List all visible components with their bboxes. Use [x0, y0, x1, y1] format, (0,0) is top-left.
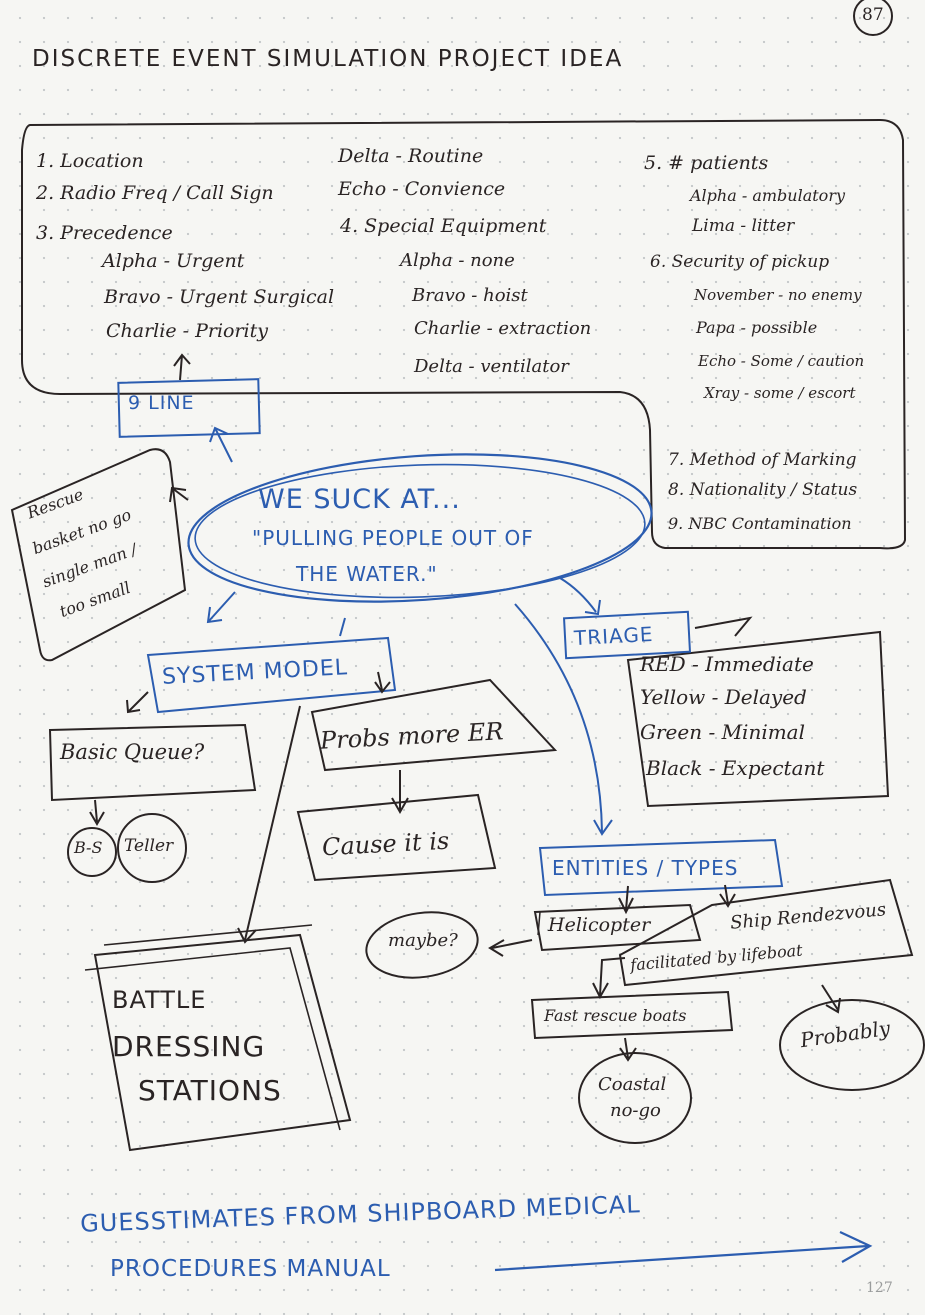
equipment-alpha: Alpha - none	[400, 250, 515, 271]
entity-maybe: maybe?	[388, 930, 458, 951]
triage-label: TRIAGE	[573, 621, 655, 651]
nine-line-security: 6. Security of pickup	[650, 252, 830, 272]
battle-dressing-line-1: BATTLE	[112, 986, 207, 1014]
equipment-delta: Delta - ventilator	[414, 356, 569, 377]
page-number: 87	[862, 5, 884, 25]
precedence-echo: Echo - Convience	[338, 178, 506, 200]
precedence-delta: Delta - Routine	[338, 145, 484, 167]
entity-helicopter: Helicopter	[548, 914, 651, 936]
security-xray: Xray - some / escort	[704, 384, 856, 402]
battle-dressing-line-2: DRESSING	[112, 1030, 266, 1063]
security-november: November - no enemy	[694, 286, 862, 304]
security-echo: Echo - Some / caution	[698, 352, 865, 370]
triage-black: Black - Expectant	[646, 756, 825, 780]
patients-lima: Lima - litter	[692, 216, 795, 236]
triage-yellow: Yellow - Delayed	[640, 685, 807, 709]
security-papa: Papa - possible	[696, 318, 818, 337]
entities-label: ENTITIES / TYPES	[552, 856, 739, 880]
basic-queue-label: Basic Queue?	[60, 740, 205, 764]
nine-line-special-equipment: 4. Special Equipment	[340, 215, 547, 237]
equipment-bravo: Bravo - hoist	[412, 285, 528, 306]
central-problem-line-3: THE WATER."	[296, 562, 438, 586]
equipment-charlie: Charlie - extraction	[414, 318, 592, 339]
nine-line-location: 1. Location	[36, 150, 144, 172]
page-title: DISCRETE EVENT SIMULATION PROJECT IDEA	[32, 46, 624, 72]
entity-fast-boats: Fast rescue boats	[544, 1006, 687, 1025]
nine-line-radio: 2. Radio Freq / Call Sign	[36, 182, 274, 204]
nine-line-marking: 7. Method of Marking	[668, 450, 857, 470]
patients-alpha: Alpha - ambulatory	[690, 186, 845, 205]
battle-dressing-line-3: STATIONS	[138, 1074, 282, 1107]
nine-line-precedence: 3. Precedence	[36, 222, 173, 244]
nine-line-patients: 5. # patients	[644, 152, 769, 174]
basic-circle-bs: B-S	[74, 838, 103, 857]
triage-green: Green - Minimal	[640, 720, 805, 744]
central-problem-line-1: WE SUCK AT...	[258, 484, 461, 515]
nine-line-nbc: 9. NBC Contamination	[668, 514, 852, 533]
footer-page-number: 127	[866, 1280, 893, 1296]
entity-coastal-line-1: Coastal	[598, 1074, 667, 1095]
central-problem-line-2: "PULLING PEOPLE OUT OF	[252, 526, 534, 550]
bottom-note-line-2: PROCEDURES MANUAL	[110, 1256, 391, 1282]
precedence-charlie: Charlie - Priority	[106, 320, 268, 342]
nine-line-nationality: 8. Nationality / Status	[668, 480, 858, 500]
entity-coastal-line-2: no-go	[610, 1100, 661, 1121]
nine-line-label: 9 LINE	[128, 392, 195, 414]
precedence-alpha: Alpha - Urgent	[102, 250, 245, 272]
basic-circle-teller: Teller	[124, 836, 174, 856]
triage-red: RED - Immediate	[640, 652, 814, 676]
precedence-bravo: Bravo - Urgent Surgical	[104, 286, 335, 308]
